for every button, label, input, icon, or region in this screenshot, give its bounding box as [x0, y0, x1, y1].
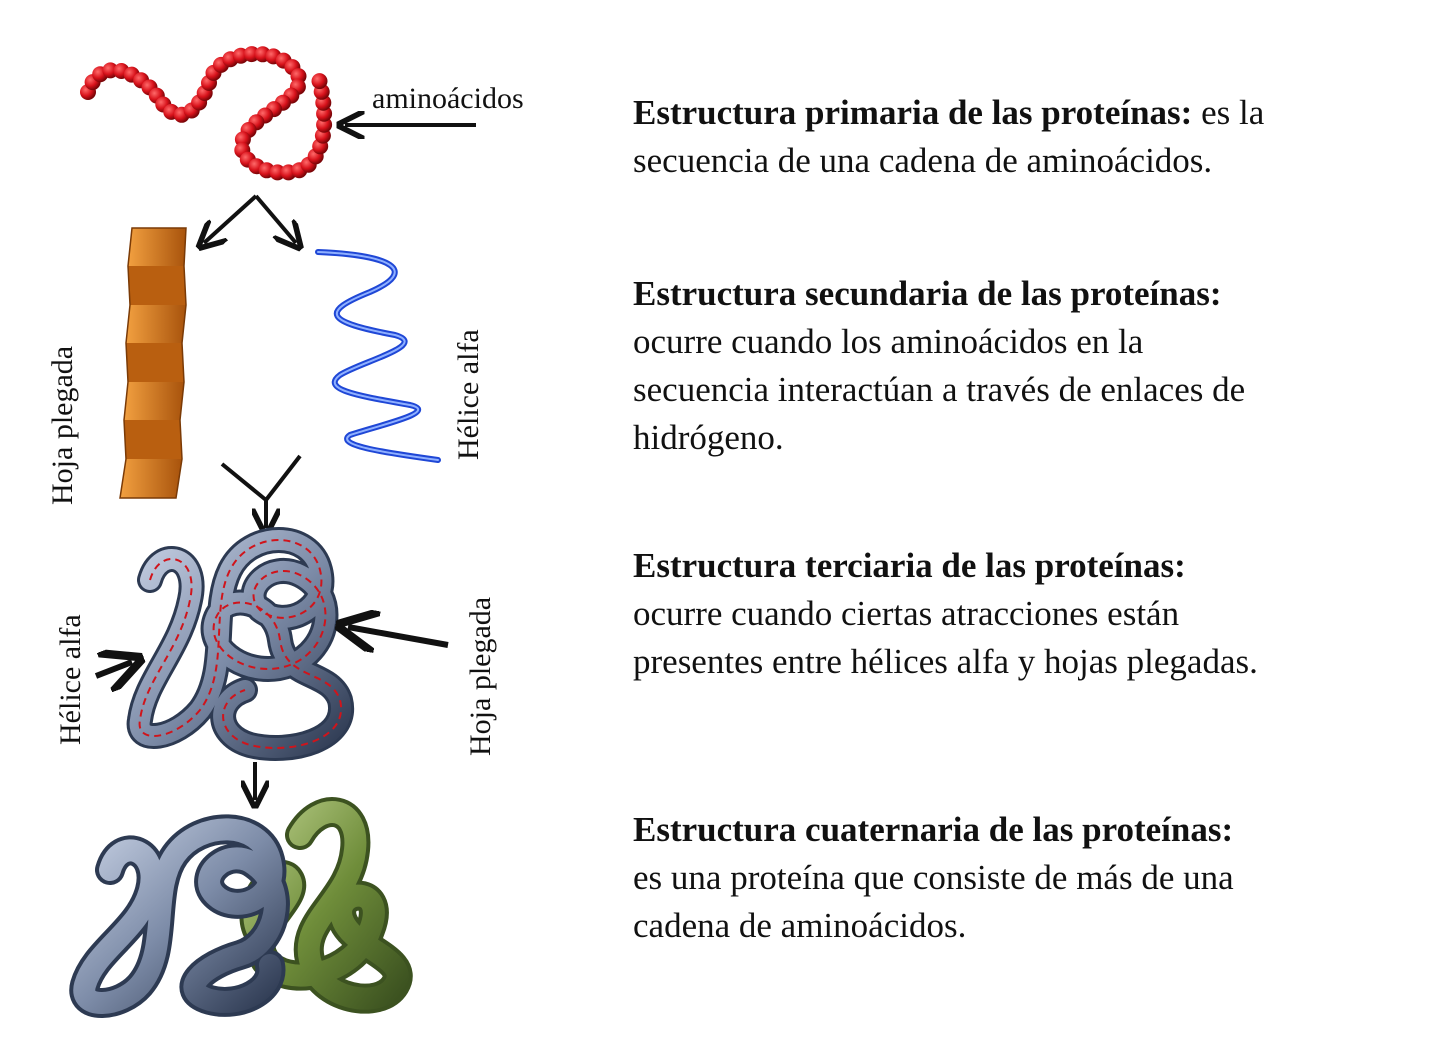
label-aminoacidos: aminoácidos — [372, 82, 524, 115]
protein-structure-diagram: aminoácidos Hoja plegada Hélice alfa Hél… — [46, 46, 524, 1018]
secondary-structure-block: Estructura secundaria de las proteínas: … — [633, 270, 1423, 462]
secondary-text-3: hidrógeno. — [633, 418, 784, 457]
quaternary-structure-icon — [69, 797, 413, 1018]
amino-acid-bead — [269, 164, 286, 181]
label-hoja-plegada-2: Hoja plegada — [464, 597, 497, 756]
amino-acid-bead — [311, 73, 328, 90]
primary-text-1: es la — [1201, 93, 1265, 132]
secondary-text-2: secuencia interactúan a través de enlace… — [633, 370, 1246, 409]
primary-structure-block: Estructura primaria de las proteínas: es… — [633, 89, 1423, 185]
primary-title: Estructura primaria de las proteínas: — [633, 93, 1193, 132]
arrow-merge-right — [264, 454, 302, 502]
arrow-sheet-pointer — [348, 627, 449, 645]
pleated-sheet-icon — [119, 227, 187, 499]
secondary-text-1: ocurre cuando los aminoácidos en la — [633, 322, 1144, 361]
label-helice-alfa-2: Hélice alfa — [54, 614, 87, 745]
label-helice-alfa-1: Hélice alfa — [452, 329, 485, 460]
amino-acid-bead — [316, 116, 333, 133]
arrow-merge-left — [220, 462, 268, 502]
primary-text-2: secuencia de una cadena de aminoácidos. — [633, 141, 1213, 180]
tertiary-text-1: ocurre cuando ciertas atracciones están — [633, 594, 1180, 633]
quaternary-text-1: es una proteína que consiste de más de u… — [633, 858, 1234, 897]
arrow-to-sheet — [204, 194, 258, 243]
arrow-helix-pointer — [94, 662, 132, 676]
label-hoja-plegada-1: Hoja plegada — [46, 346, 79, 505]
quaternary-structure-block: Estructura cuaternaria de las proteínas:… — [633, 806, 1423, 950]
amino-acid-chain — [80, 46, 333, 181]
alpha-helix-icon — [315, 249, 441, 463]
quaternary-title: Estructura cuaternaria de las proteínas: — [633, 810, 1234, 849]
tertiary-title: Estructura terciaria de las proteínas: — [633, 546, 1186, 585]
tertiary-text-2: presentes entre hélices alfa y hojas ple… — [633, 642, 1258, 681]
quaternary-text-2: cadena de aminoácidos. — [633, 906, 967, 945]
secondary-title: Estructura secundaria de las proteínas: — [633, 274, 1222, 313]
tertiary-structure-icon — [126, 527, 355, 761]
tertiary-structure-block: Estructura terciaria de las proteínas: o… — [633, 542, 1423, 686]
arrow-to-helix — [254, 194, 296, 243]
